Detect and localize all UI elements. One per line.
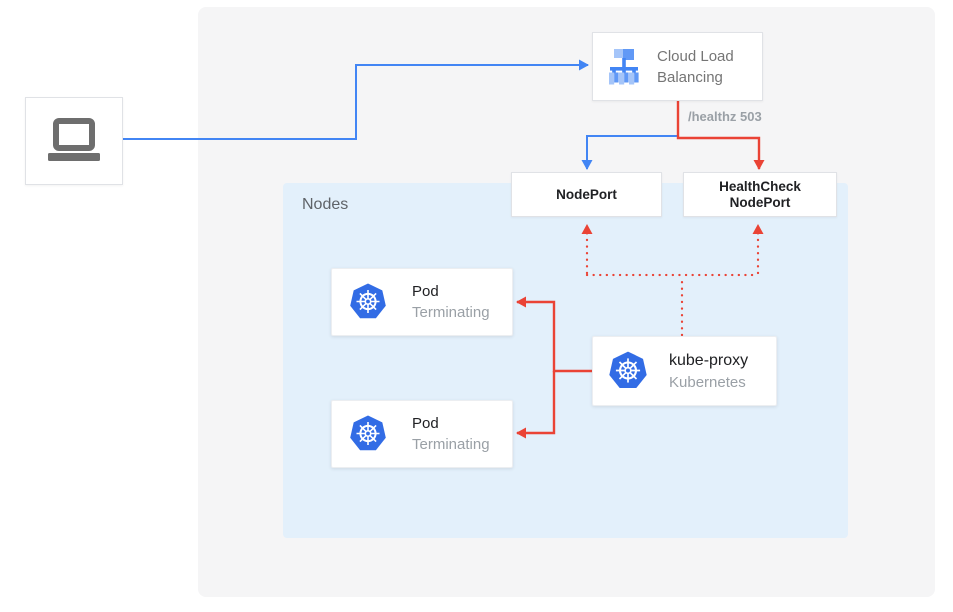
cloud-load-balancing-label: Cloud Load Balancing bbox=[657, 46, 734, 88]
pod-title: Pod bbox=[412, 415, 439, 432]
nodeport-label: NodePort bbox=[556, 187, 617, 202]
laptop-icon bbox=[48, 118, 100, 161]
pod-box-1: Pod Terminating bbox=[331, 268, 513, 336]
cloud-load-balancing-label-line1: Cloud Load bbox=[657, 47, 734, 65]
kube-proxy-title: kube-proxy bbox=[669, 351, 749, 369]
pod-status: Terminating bbox=[412, 436, 490, 453]
pod-status: Terminating bbox=[412, 304, 490, 321]
nodes-group-label: Nodes bbox=[302, 196, 349, 213]
pod-text: Pod Terminating bbox=[412, 413, 490, 455]
cloud-load-balancing-box: Cloud Load Balancing bbox=[592, 32, 763, 101]
kubernetes-icon bbox=[350, 415, 386, 451]
nodeport-box: NodePort bbox=[511, 172, 662, 217]
kube-proxy-subtitle: Kubernetes bbox=[669, 373, 746, 391]
pod-text: Pod Terminating bbox=[412, 281, 490, 323]
kube-proxy-box: kube-proxy Kubernetes bbox=[592, 336, 777, 406]
cloud-load-balancing-icon bbox=[609, 48, 639, 84]
kube-proxy-text: kube-proxy Kubernetes bbox=[669, 350, 748, 393]
kubernetes-icon bbox=[609, 351, 647, 389]
pod-title: Pod bbox=[412, 283, 439, 300]
healthz-status-label: /healthz 503 bbox=[688, 109, 762, 124]
client-box bbox=[25, 97, 123, 185]
kubernetes-icon bbox=[350, 283, 386, 319]
healthcheck-nodeport-label-line2: NodePort bbox=[729, 194, 791, 210]
cloud-load-balancing-label-line2: Balancing bbox=[657, 68, 723, 86]
healthcheck-nodeport-label-line1: HealthCheck bbox=[719, 178, 801, 194]
pod-box-2: Pod Terminating bbox=[331, 400, 513, 468]
healthcheck-nodeport-box: HealthCheck NodePort bbox=[683, 172, 837, 217]
